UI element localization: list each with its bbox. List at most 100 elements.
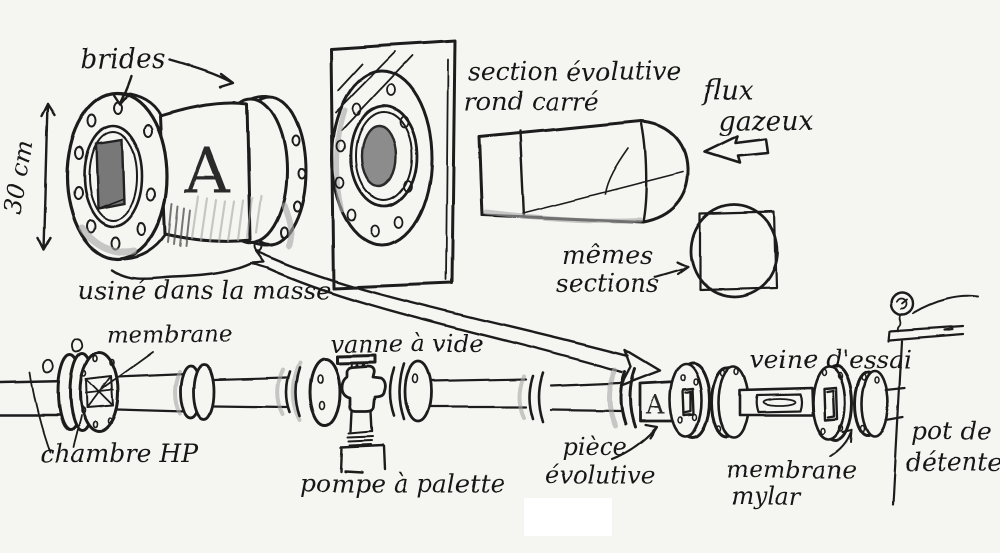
window-slit bbox=[762, 397, 796, 407]
down-duct bbox=[349, 409, 374, 433]
front-edge bbox=[518, 129, 526, 219]
main-piece: A 30 cm brides usiné dans la masse bbox=[0, 44, 331, 305]
machined-label: usiné dans la masse bbox=[78, 276, 331, 305]
ghost-arc bbox=[173, 370, 182, 416]
sections-label-2: sections bbox=[556, 269, 660, 298]
coupling-1 bbox=[173, 363, 289, 421]
hatch-reflection bbox=[335, 51, 413, 131]
inner-ring-outer bbox=[349, 104, 419, 208]
piece-marking-A: A bbox=[645, 391, 666, 421]
machined-annotation: usiné dans la masse bbox=[78, 262, 331, 305]
arrow-head bbox=[619, 348, 662, 388]
paper-highlight bbox=[524, 498, 612, 536]
bolt-dot bbox=[411, 374, 419, 384]
valve-body bbox=[340, 364, 387, 413]
expansion-pot-label-2: détente bbox=[906, 448, 1000, 477]
pencil-hatch bbox=[190, 194, 263, 244]
flux-label-1: flux bbox=[701, 75, 754, 106]
flux-label-2: gazeux bbox=[718, 106, 814, 137]
test-section-label: veine d'essai bbox=[750, 345, 912, 374]
pump-box bbox=[339, 443, 387, 474]
same-sections-annotation: mêmes sections bbox=[556, 203, 779, 299]
brides-annotation: brides bbox=[80, 44, 235, 106]
bolt-holes bbox=[73, 101, 156, 250]
transition-section: section évolutive rond carré bbox=[464, 57, 690, 224]
center-hole bbox=[360, 124, 398, 188]
evolutive-piece-label-2: évolutive bbox=[545, 461, 655, 489]
ghost-arc bbox=[517, 374, 526, 420]
mounting-plank bbox=[886, 324, 965, 343]
mylar-arrow bbox=[830, 429, 853, 457]
hp-chamber-label: chambre HP bbox=[40, 439, 199, 468]
hp-chamber-leader bbox=[72, 415, 82, 448]
outlet-tube bbox=[884, 386, 907, 422]
ghost-arc bbox=[606, 367, 618, 429]
valve-handle bbox=[335, 353, 377, 365]
bolt-dots bbox=[716, 368, 740, 432]
inner-ring-outer bbox=[82, 124, 144, 228]
gauge-needle bbox=[896, 297, 908, 309]
pencil-shading bbox=[281, 203, 295, 249]
sections-label-1: mêmes bbox=[563, 241, 653, 270]
dark-hatch bbox=[167, 202, 191, 247]
inner-ring-inner bbox=[88, 131, 138, 221]
bolt-dots bbox=[316, 374, 326, 410]
vacuum-valve-label: vanne à vide bbox=[330, 330, 483, 358]
pencil-ghost bbox=[334, 107, 348, 213]
morph-lines bbox=[522, 147, 684, 214]
transition-label-1: section évolutive bbox=[468, 57, 682, 86]
mylar-label-1: membrane bbox=[726, 456, 857, 484]
membrane-burst bbox=[85, 375, 114, 409]
paren-arcs bbox=[619, 367, 637, 429]
gauge-stem bbox=[896, 313, 902, 332]
paren-arcs-left bbox=[285, 366, 302, 418]
square-opening bbox=[94, 138, 126, 210]
transition-label-2: rond carré bbox=[464, 87, 599, 116]
test-section bbox=[710, 364, 907, 442]
flange-face bbox=[668, 362, 704, 438]
bolt-holes bbox=[335, 83, 413, 238]
mylar-label-2: mylar bbox=[731, 483, 802, 511]
chamber-tube bbox=[115, 372, 190, 414]
cable-curve bbox=[29, 371, 51, 453]
bolt-dots bbox=[860, 373, 880, 433]
main-piece-left-flange bbox=[65, 91, 169, 261]
solid-outline bbox=[477, 119, 690, 224]
flange-left bbox=[308, 357, 342, 427]
opening-edge bbox=[97, 197, 125, 209]
pencil-shading bbox=[483, 209, 643, 224]
brides-arrow-short bbox=[112, 74, 133, 106]
membrane-label: membrane bbox=[107, 322, 232, 348]
pencil-shading bbox=[78, 224, 137, 256]
bolt-dots bbox=[820, 369, 844, 435]
brides-arrow-long bbox=[168, 58, 235, 89]
window-frame bbox=[755, 392, 803, 414]
arrow-shaft bbox=[266, 256, 630, 374]
arrow-tail-notch bbox=[249, 249, 274, 270]
membrane-folds bbox=[85, 375, 114, 409]
brides-label: brides bbox=[80, 44, 166, 75]
expansion-pot-label-1: pot de bbox=[912, 417, 992, 446]
flange-edge-lines bbox=[119, 91, 167, 261]
flange-face bbox=[330, 69, 434, 247]
evolutive-piece-arrow bbox=[610, 423, 659, 461]
ring-2 bbox=[192, 363, 216, 421]
sections-arrow bbox=[653, 260, 690, 279]
plate-edge bbox=[445, 59, 449, 281]
vacuum-valve: vanne à vide bbox=[275, 330, 483, 474]
coupling-2 bbox=[517, 371, 622, 424]
bellows bbox=[347, 430, 374, 446]
main-piece-body: A bbox=[158, 101, 263, 247]
flow-arrow-left bbox=[702, 134, 770, 165]
bolt-dots bbox=[80, 354, 115, 429]
dimension-label: 30 cm bbox=[0, 138, 39, 216]
end-flange-face bbox=[860, 369, 890, 439]
pot-wall-line bbox=[891, 339, 904, 507]
dimension-30cm: 30 cm bbox=[0, 102, 57, 252]
ghost-arcs bbox=[275, 361, 302, 422]
piece-marking-A: A bbox=[184, 134, 231, 207]
flux-gazeux-annotation: flux gazeux bbox=[701, 75, 814, 165]
mylar-flange-face bbox=[811, 365, 847, 441]
